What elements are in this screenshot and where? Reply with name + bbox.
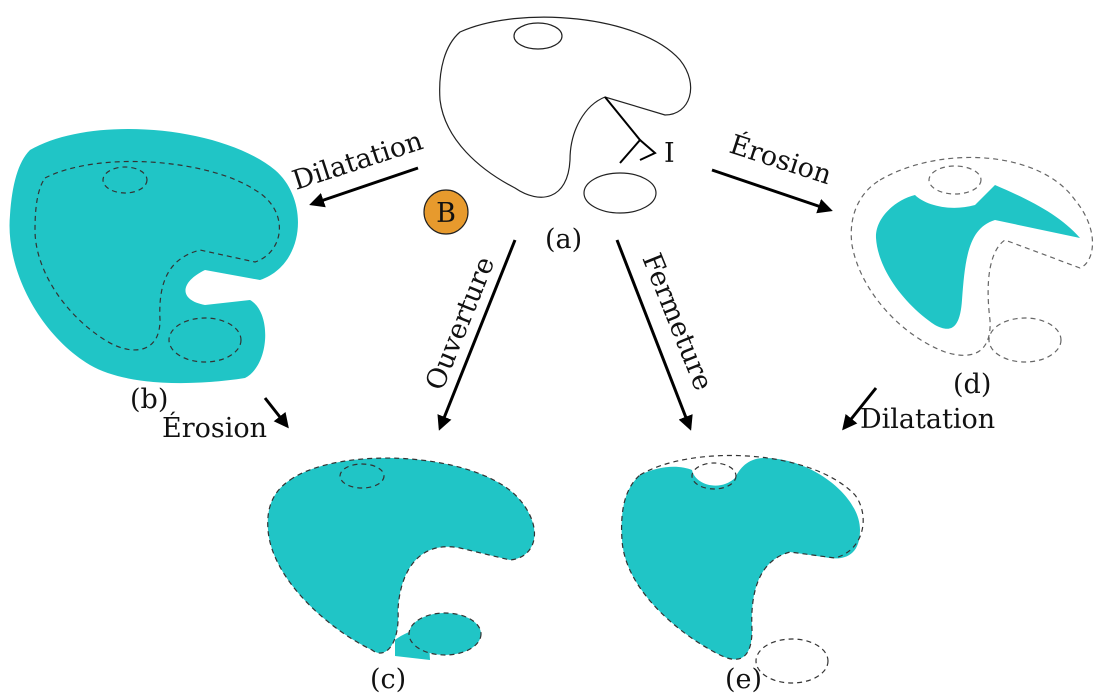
label-c: (c) <box>370 664 406 695</box>
label-d: (d) <box>953 369 991 400</box>
label-a: (a) <box>545 224 582 255</box>
interval-label: I <box>664 138 675 169</box>
shape-d <box>850 156 1094 363</box>
interval-marker: I <box>604 96 675 169</box>
label-dilatation-top: Dilatation <box>289 125 427 196</box>
label-e: (e) <box>725 664 762 695</box>
structuring-element: B <box>423 189 469 235</box>
shape-c <box>267 457 536 660</box>
arrow-dilatation-bottom <box>842 387 878 431</box>
arrow-erosion-bottom <box>263 397 289 429</box>
shape-a <box>439 16 692 214</box>
label-erosion-bottom: Érosion <box>162 411 267 444</box>
label-b: (b) <box>130 384 168 415</box>
element-label: B <box>436 198 456 229</box>
arrow-ouverture <box>437 239 517 431</box>
arrow-erosion-top <box>711 168 833 214</box>
label-dilatation-bottom: Dilatation <box>860 404 995 435</box>
shape-e <box>620 454 864 684</box>
shape-b <box>9 128 298 384</box>
arrow-dilatation-top <box>309 166 419 208</box>
arrow-fermeture <box>615 239 693 431</box>
